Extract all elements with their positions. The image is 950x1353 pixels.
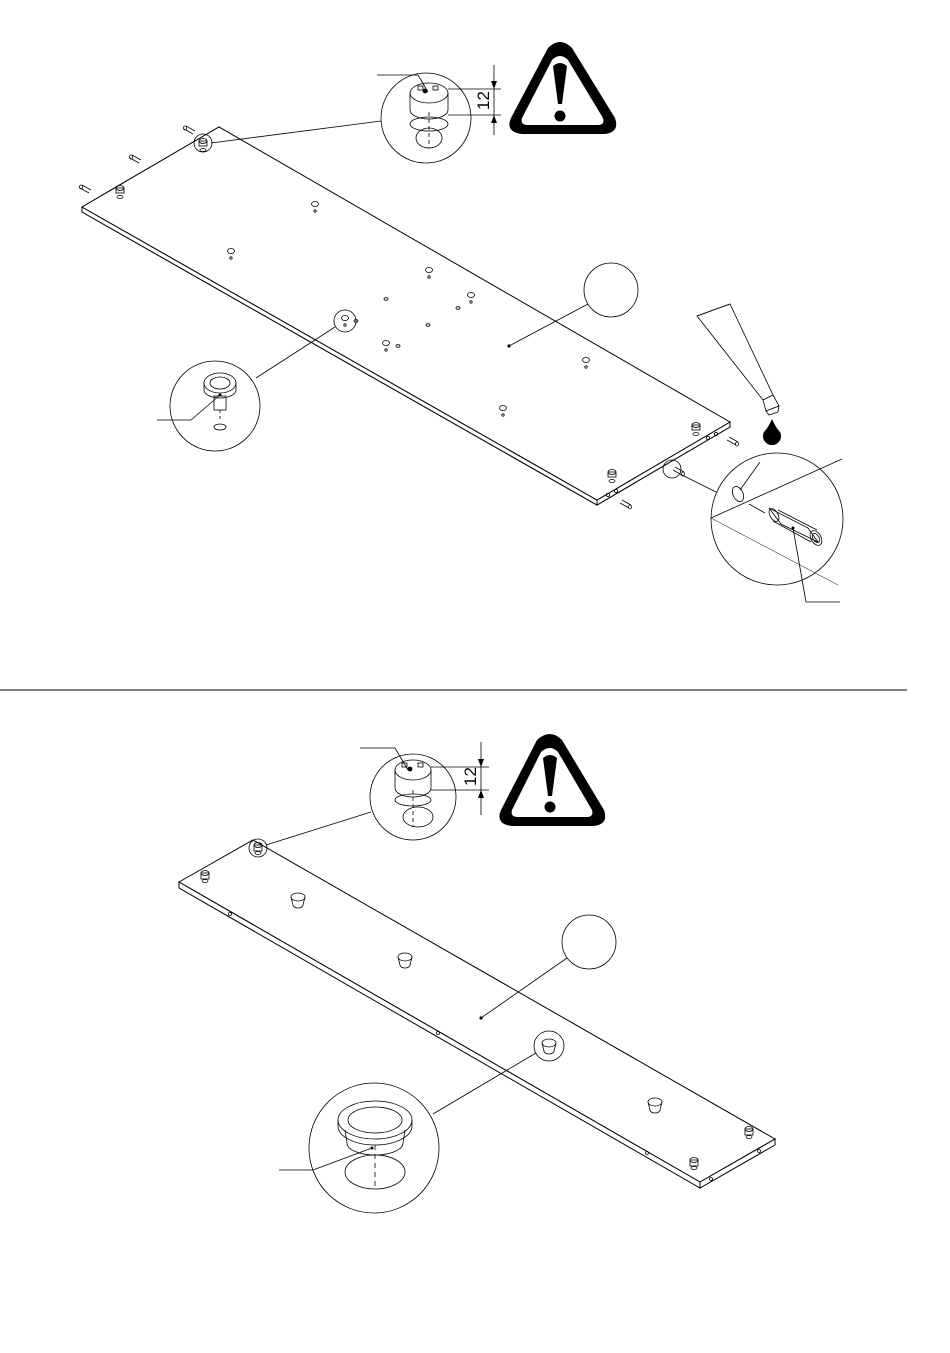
dowel-1 bbox=[183, 126, 195, 134]
screw-icon bbox=[204, 373, 236, 430]
exclamation-triangle-icon bbox=[509, 42, 616, 134]
cam-bolt-icon bbox=[395, 760, 433, 827]
step-2-cam-bolt-detail: 12 bbox=[249, 742, 489, 857]
dimension-label: 12 bbox=[474, 91, 493, 110]
exclamation-triangle-icon bbox=[499, 734, 605, 826]
step-2: 12 bbox=[179, 734, 775, 1213]
cable-grommet-icon bbox=[338, 1101, 412, 1189]
dowel-3 bbox=[79, 185, 91, 193]
glue-drop bbox=[763, 419, 781, 445]
glue-tube-icon bbox=[697, 304, 779, 415]
dowel-2 bbox=[129, 155, 141, 163]
step-1: 12 bbox=[79, 42, 843, 602]
step-1-dowel-detail bbox=[663, 304, 843, 602]
dowel-4 bbox=[727, 437, 739, 446]
dowel-6 bbox=[620, 500, 632, 509]
dimension-12 bbox=[431, 742, 489, 815]
cam-bolt-icon bbox=[410, 83, 448, 148]
dimension-label: 12 bbox=[461, 767, 480, 786]
step-1-panel bbox=[82, 127, 730, 505]
step-2-panel bbox=[179, 840, 775, 1188]
